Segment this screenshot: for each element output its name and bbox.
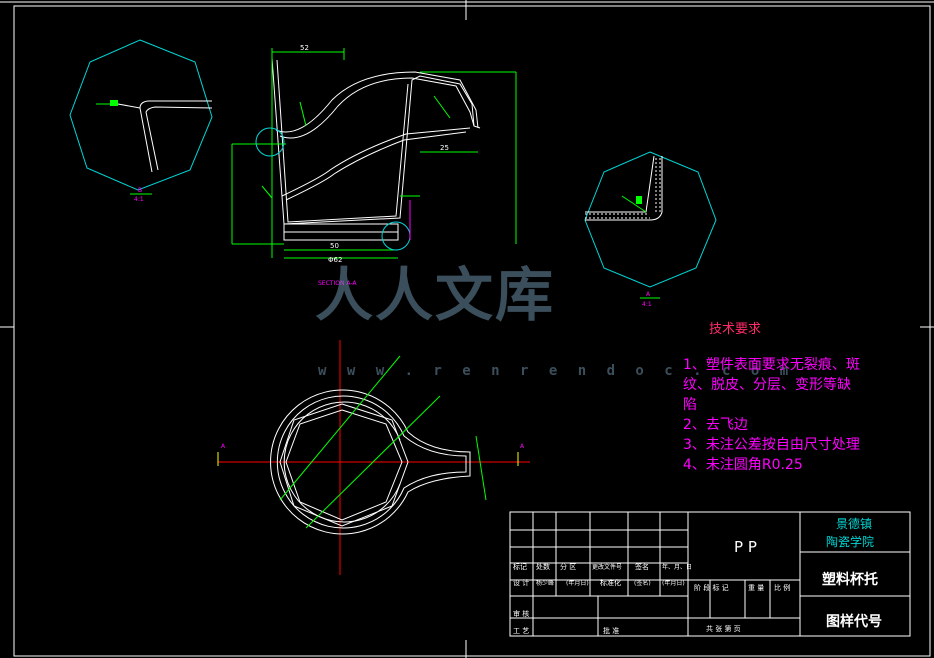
top-view — [217, 340, 530, 575]
school-line2: 陶瓷学院 — [826, 534, 874, 549]
row-date: (年月日) — [566, 580, 589, 587]
row-pizhun: 批 准 — [603, 627, 620, 635]
tech-line-5: 3、未注公差按自由尺寸处理 — [683, 437, 860, 453]
section-marker-right: A — [520, 443, 525, 450]
detail-a-label: A — [646, 291, 651, 298]
detail-b-label: B — [138, 187, 142, 194]
detail-a-view — [584, 151, 717, 299]
scale-label: 比 例 — [774, 584, 791, 592]
hdr-chushu: 处数 — [536, 563, 550, 571]
row-biaozhun: 标准化 — [600, 579, 621, 587]
tech-line-6: 4、未注圆角R0.25 — [683, 457, 803, 473]
hdr-fenqu: 分 区 — [560, 563, 577, 571]
watermark-url: w w w . r e n r e n d o c . c o m — [318, 363, 795, 379]
detail-b-scale: 4:1 — [134, 196, 144, 203]
part-name: 塑料杯托 — [822, 571, 878, 588]
material: P P — [734, 538, 757, 556]
tech-line-2: 纹、脱皮、分层、变形等缺 — [683, 377, 851, 393]
row-sign: (签名) — [634, 580, 651, 587]
tech-line-4: 2、去飞边 — [683, 417, 748, 433]
sheets-label: 共 张 第 页 — [706, 625, 741, 633]
row-name: 杨少峰 — [536, 580, 555, 587]
tech-line-1: 1、塑件表面要求无裂痕、斑 — [683, 357, 860, 373]
row-shenhe: 审 核 — [513, 610, 530, 618]
drawing-code: 图样代号 — [826, 613, 882, 630]
hdr-biaoji: 标记 — [513, 563, 527, 571]
dim-handle: 25 — [440, 144, 449, 152]
row-date2: (年月日) — [662, 580, 685, 587]
title-block — [509, 511, 911, 637]
row-gongyi: 工 艺 — [513, 627, 530, 635]
watermark: 人人文库 — [315, 261, 556, 329]
section-marker-left: A — [221, 443, 226, 450]
section-view — [271, 57, 481, 241]
row-sheji: 设 计 — [513, 579, 530, 587]
tech-line-3: 陷 — [683, 397, 697, 413]
dim-bottom-dia: Φ62 — [328, 256, 342, 264]
weight-label: 重 量 — [748, 584, 765, 592]
section-label: SECTION A-A — [318, 280, 357, 287]
dim-bottom-width: 50 — [330, 242, 339, 250]
section-dims — [231, 48, 517, 259]
detail-a-scale: 4:1 — [642, 301, 652, 308]
detail-b-view — [69, 39, 213, 195]
school-line1: 景德镇 — [836, 516, 872, 531]
hdr-qianming: 签名 — [635, 563, 649, 571]
tech-title: 技术要求 — [709, 322, 762, 337]
hdr-wenjian: 更改文件号 — [592, 564, 623, 571]
stage-label: 阶 段 标 记 — [694, 584, 729, 592]
hdr-date: 年、月、日 — [662, 564, 693, 571]
dim-top-width: 52 — [300, 44, 309, 52]
